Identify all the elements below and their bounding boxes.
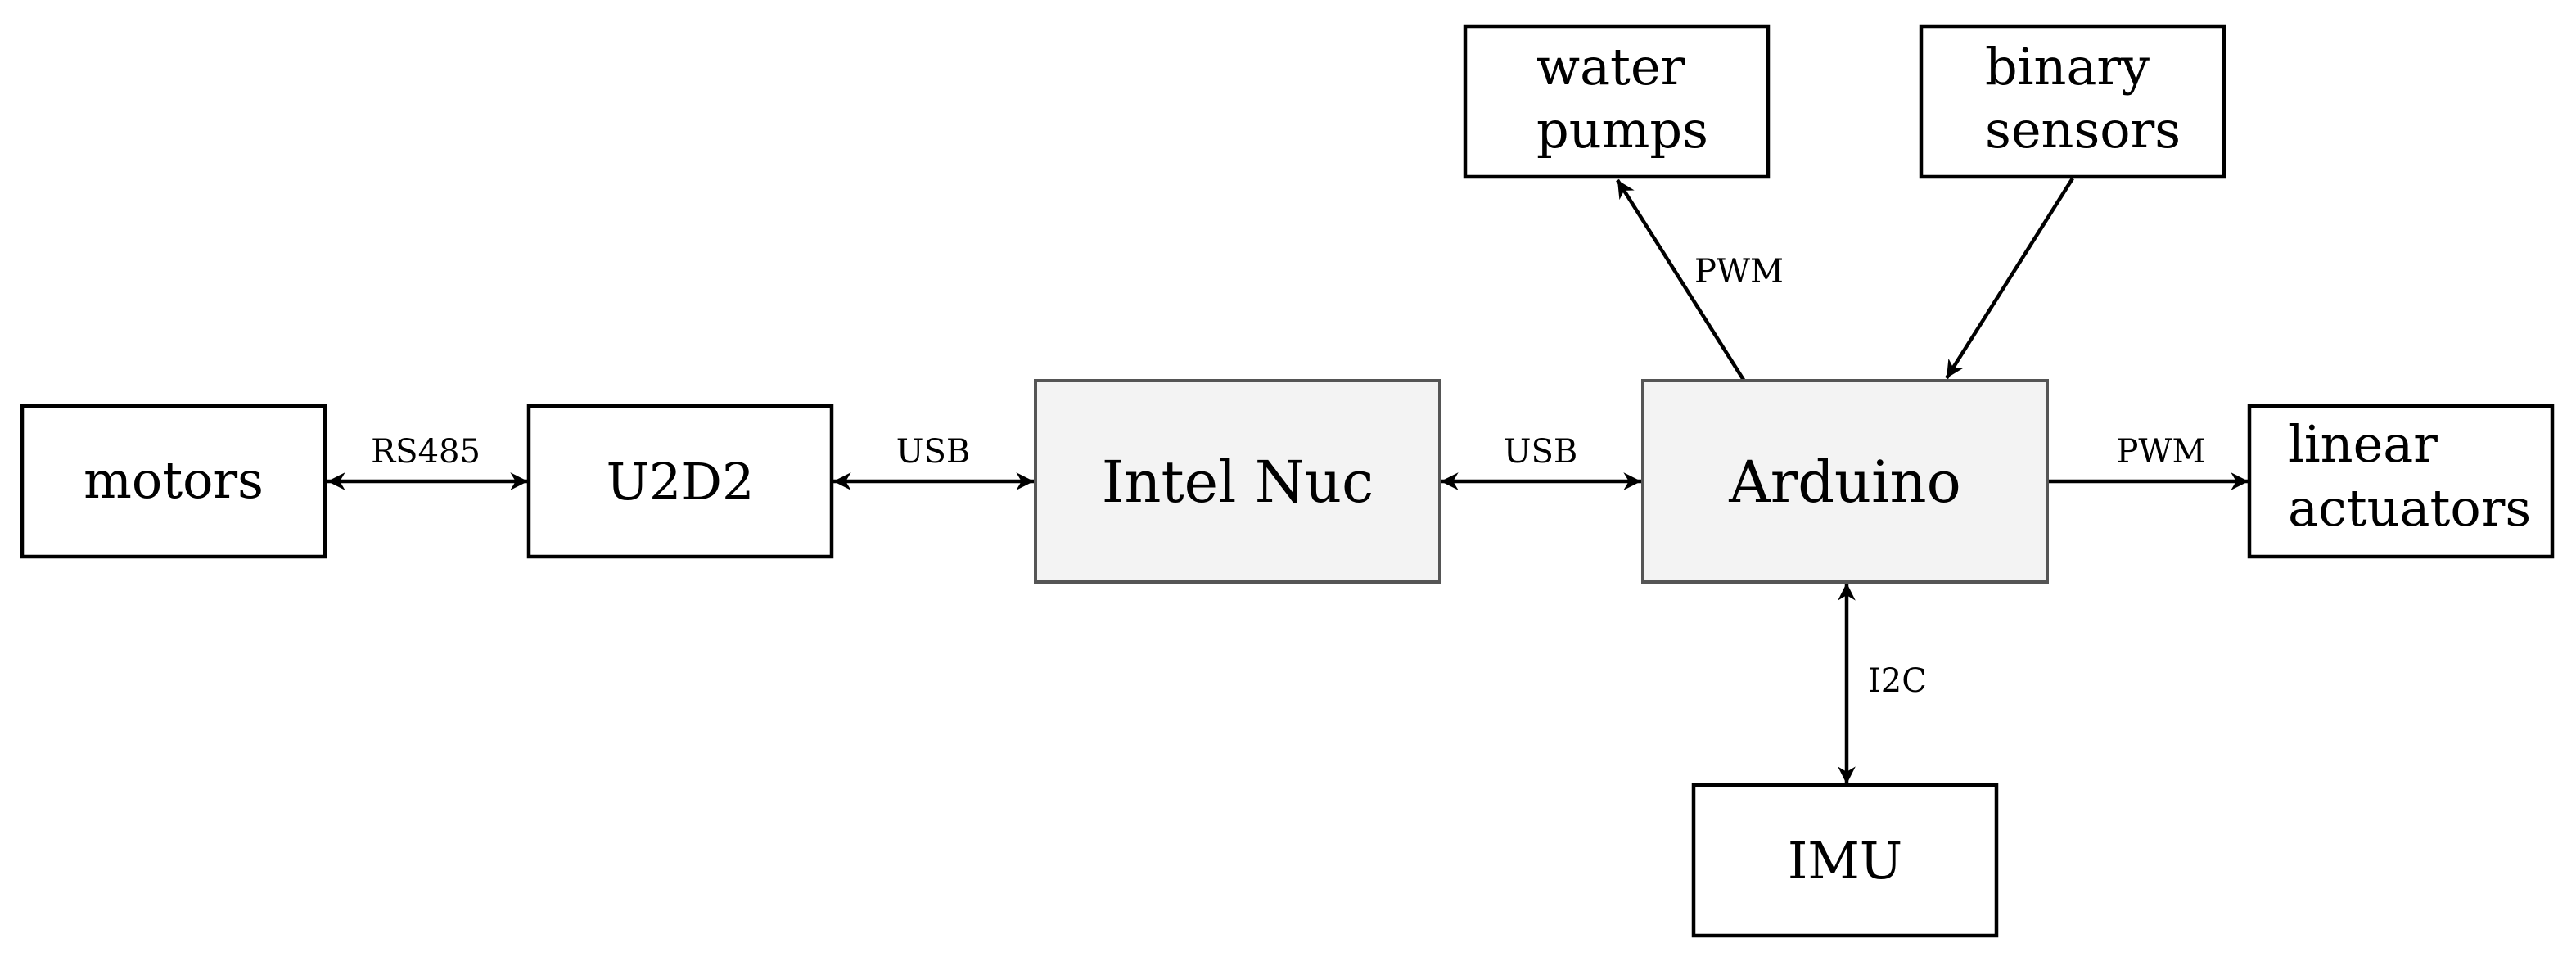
edges: RS485 USB USB PWM PWM I2C (327, 177, 2249, 784)
edge-label-usb-left: USB (896, 433, 971, 471)
node-binary-sensors-line2: sensors (1985, 100, 2181, 160)
edge-label-i2c: I2C (1868, 662, 1927, 700)
node-imu: IMU (1691, 783, 1999, 938)
node-motors: motors (20, 404, 327, 559)
node-u2d2-label: U2D2 (607, 452, 755, 512)
nodes: motors U2D2 Intel Nuc Arduino water pump… (20, 24, 2555, 938)
node-intel-nuc: Intel Nuc (1034, 379, 1441, 584)
node-linear-actuators-line1: linear (2288, 414, 2438, 474)
node-linear-actuators: linear actuators (2247, 404, 2555, 559)
node-water-pumps-line1: water (1536, 37, 1685, 97)
node-intel-nuc-label: Intel Nuc (1102, 449, 1374, 516)
node-binary-sensors: binary sensors (1919, 24, 2226, 179)
node-motors-label: motors (83, 450, 264, 510)
node-arduino: Arduino (1641, 379, 2049, 584)
edge-arduino-pumps (1616, 178, 1745, 381)
edge-sensors-arduino (1945, 177, 2074, 380)
node-imu-label: IMU (1788, 831, 1902, 891)
edge-label-pwm-pumps: PWM (1694, 253, 1784, 291)
node-u2d2: U2D2 (526, 404, 834, 559)
node-binary-sensors-line1: binary (1985, 37, 2150, 97)
edge-label-usb-right: USB (1504, 433, 1578, 471)
edge-label-pwm-actuators: PWM (2117, 433, 2206, 471)
node-water-pumps: water pumps (1463, 24, 1771, 179)
node-water-pumps-line2: pumps (1536, 100, 1708, 160)
node-arduino-label: Arduino (1728, 449, 1961, 516)
node-linear-actuators-line2: actuators (2288, 478, 2531, 538)
edge-label-rs485: RS485 (371, 433, 480, 471)
